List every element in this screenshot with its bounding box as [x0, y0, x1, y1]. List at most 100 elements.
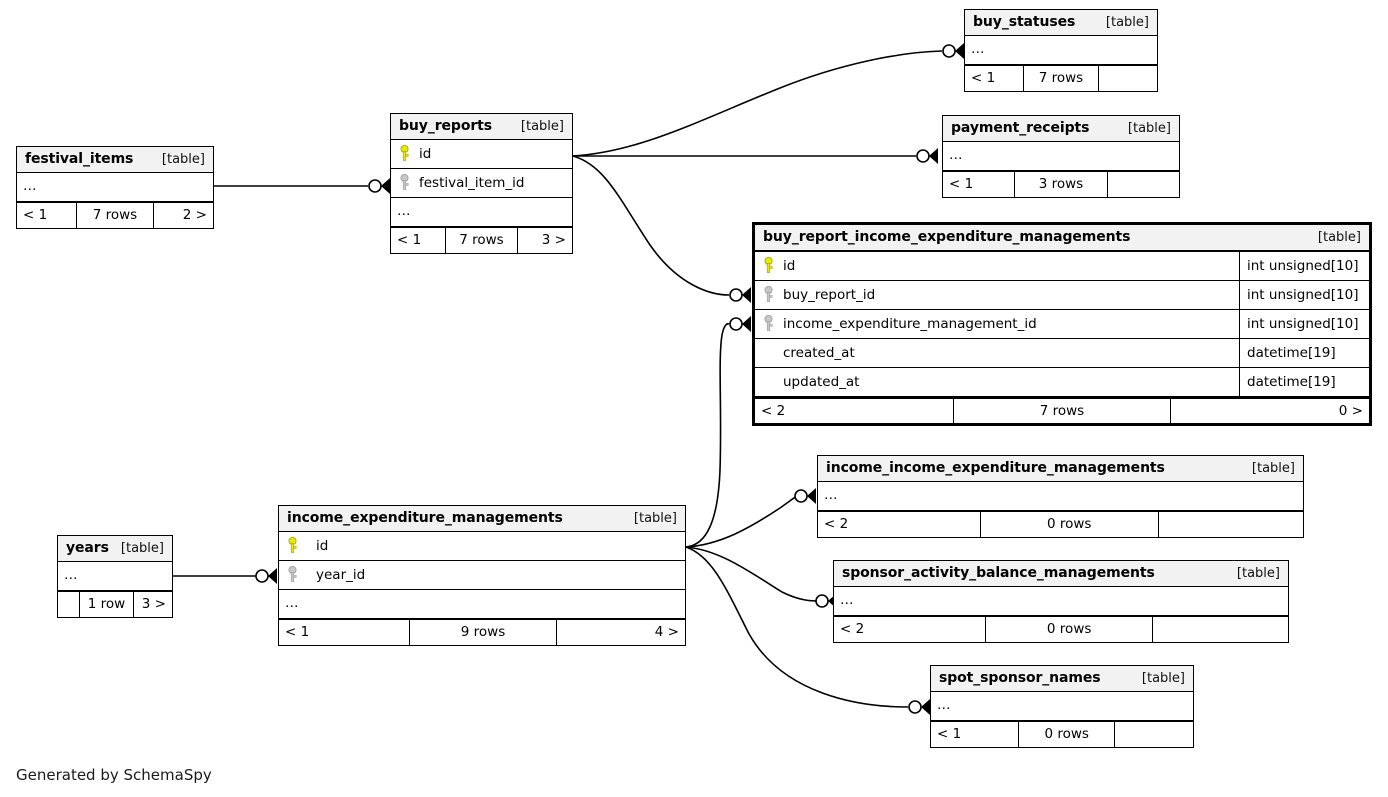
table-kind-label: [table] [1141, 670, 1185, 686]
footer-parents: < 2 [761, 402, 786, 419]
table-column-row: created_at datetime[19] [755, 339, 1369, 368]
footer-parents: < 2 [824, 516, 849, 532]
table-column-row: year_id [279, 561, 685, 590]
table-title: income_income_expenditure_managements [826, 460, 1165, 476]
table-title: sponsor_activity_balance_managements [842, 565, 1155, 581]
table-title: years [66, 540, 109, 556]
table-node-festival-items[interactable]: festival_items [table] … < 1 7 rows 2 > [16, 146, 214, 229]
collapsed-columns-ellipsis: … [818, 482, 1303, 511]
primary-key-icon [287, 537, 298, 554]
footer-children: 0 > [1338, 402, 1363, 419]
column-label: year_id [316, 566, 366, 583]
table-header: sponsor_activity_balance_managements [ta… [834, 561, 1288, 587]
collapsed-columns-ellipsis: … [17, 173, 213, 202]
table-node-income-income-expenditure-managements[interactable]: income_income_expenditure_managements [t… [817, 455, 1304, 538]
footer-parents: < 1 [949, 176, 974, 192]
column-name-cell: updated_at [755, 368, 1239, 396]
table-header: income_expenditure_managements [table] [279, 506, 685, 532]
column-name-cell: festival_item_id [391, 169, 572, 197]
table-column-row: id int unsigned[10] [755, 252, 1369, 281]
table-kind-label: [table] [120, 540, 164, 556]
column-type-cell: int unsigned[10] [1239, 310, 1369, 338]
table-kind-label: [table] [161, 151, 205, 167]
table-footer: < 1 7 rows [965, 65, 1157, 91]
footer-parents: < 1 [397, 232, 422, 248]
table-kind-label: [table] [1105, 14, 1149, 30]
footer-rowcount: 1 row [78, 592, 135, 617]
footer-rowcount: 0 rows [979, 512, 1159, 537]
footer-children [1108, 172, 1179, 197]
footer-children [1099, 66, 1157, 91]
footer-children: 3 > [141, 596, 166, 612]
table-kind-label: [table] [1251, 460, 1295, 476]
more-columns-ellipsis: … [279, 590, 685, 619]
table-node-buy-statuses[interactable]: buy_statuses [table] … < 1 7 rows [964, 9, 1158, 92]
table-column-row: id [391, 140, 572, 169]
table-column-row: updated_at datetime[19] [755, 368, 1369, 397]
footer-children [1115, 722, 1193, 747]
footer-rowcount: 9 rows [408, 620, 558, 645]
footer-rowcount: 0 rows [1018, 722, 1116, 747]
column-name-cell: id [279, 532, 685, 560]
edge-iem-to-focal-table [685, 322, 730, 548]
table-title: buy_report_income_expenditure_management… [763, 229, 1131, 245]
table-footer: 1 row 3 > [58, 591, 172, 617]
edge-iem-to-sponsor-activity [685, 546, 820, 602]
footer-children: 3 > [541, 232, 566, 248]
table-column-row: id [279, 532, 685, 561]
collapsed-columns-ellipsis: … [931, 692, 1193, 721]
column-type-cell: datetime[19] [1239, 368, 1369, 396]
edge-buy-reports-to-focal-table [572, 155, 730, 296]
footer-children [1153, 617, 1288, 642]
column-name-cell: id [755, 252, 1239, 280]
edge-iem-to-income-iem [685, 495, 798, 548]
table-column-row: festival_item_id [391, 169, 572, 198]
column-type-cell: int unsigned[10] [1239, 252, 1369, 280]
primary-key-icon [399, 145, 410, 162]
footer-children [1159, 512, 1303, 537]
table-footer: < 1 7 rows 2 > [17, 202, 213, 228]
table-node-payment-receipts[interactable]: payment_receipts [table] … < 1 3 rows [942, 115, 1180, 198]
column-label: id [419, 145, 432, 162]
table-node-spot-sponsor-names[interactable]: spot_sponsor_names [table] … < 1 0 rows [930, 665, 1194, 748]
column-type-cell: int unsigned[10] [1239, 281, 1369, 309]
table-node-sponsor-activity-balance-managements[interactable]: sponsor_activity_balance_managements [ta… [833, 560, 1289, 643]
footer-children: 4 > [654, 624, 679, 640]
table-kind-label: [table] [1236, 565, 1280, 581]
column-label: income_expenditure_management_id [783, 315, 1037, 332]
table-footer: < 2 0 rows [834, 616, 1288, 642]
table-footer: < 1 7 rows 3 > [391, 227, 572, 253]
footer-parents [58, 592, 79, 617]
footer-parents: < 1 [285, 624, 310, 640]
table-title: spot_sponsor_names [939, 670, 1101, 686]
table-title: income_expenditure_managements [287, 510, 563, 526]
column-name-cell: buy_report_id [755, 281, 1239, 309]
primary-key-icon [763, 257, 774, 274]
collapsed-columns-ellipsis: … [943, 142, 1179, 171]
table-title: payment_receipts [951, 120, 1090, 136]
more-columns-ellipsis: … [391, 198, 572, 227]
edge-buy-reports-to-buy-statuses [572, 50, 943, 157]
footer-parents: < 1 [937, 726, 962, 742]
table-footer: < 1 3 rows [943, 171, 1179, 197]
column-label: id [783, 257, 796, 274]
table-kind-label: [table] [520, 118, 564, 134]
table-node-buy-reports[interactable]: buy_reports [table] id festival_item_id … [390, 113, 573, 254]
foreign-key-icon [763, 315, 774, 332]
table-column-row: buy_report_id int unsigned[10] [755, 281, 1369, 310]
table-footer: < 2 0 rows [818, 511, 1303, 537]
table-node-years[interactable]: years [table] … 1 row 3 > [57, 535, 173, 618]
generated-by-credit: Generated by SchemaSpy [16, 766, 212, 784]
footer-rowcount: 7 rows [75, 203, 155, 228]
table-node-buy-report-income-expenditure-managements[interactable]: buy_report_income_expenditure_management… [752, 222, 1372, 426]
table-node-income-expenditure-managements[interactable]: income_expenditure_managements [table] i… [278, 505, 686, 646]
column-label: festival_item_id [419, 174, 525, 191]
table-header: spot_sponsor_names [table] [931, 666, 1193, 692]
footer-parents: < 2 [840, 621, 865, 637]
footer-rowcount: 7 rows [445, 228, 518, 253]
column-label: id [316, 537, 329, 554]
foreign-key-icon [287, 566, 298, 583]
table-footer: < 1 0 rows [931, 721, 1193, 747]
table-header: buy_reports [table] [391, 114, 572, 140]
